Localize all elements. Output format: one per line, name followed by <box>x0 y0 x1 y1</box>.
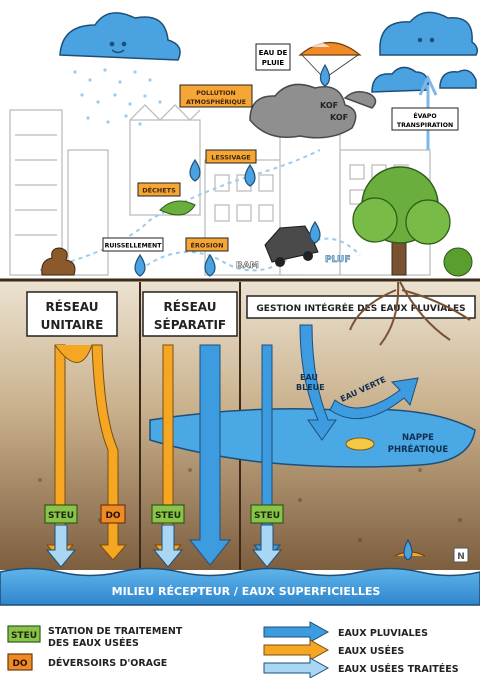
legend-pluviales-text: EAUX PLUVIALES <box>338 628 428 639</box>
label-lessivage: LESSIVAGE <box>205 149 257 164</box>
blue-cloud-right <box>379 11 479 56</box>
treated-arrows <box>45 524 283 568</box>
steu-3-text: STEU <box>254 511 280 521</box>
legend-do-text: DÉVERSOIRS D'ORAGE <box>48 657 167 669</box>
label-pollution: POLLUTION ATMOSPHÉRIQUE <box>179 84 253 108</box>
nappe-phreatique: NAPPE PHRÉATIQUE <box>149 408 476 468</box>
legend-steu-tag: STEU <box>11 631 37 641</box>
tree <box>352 166 473 277</box>
nappe-line1: NAPPE <box>402 433 434 443</box>
milieu-text: MILIEU RÉCEPTEUR / EAUX SUPERFICIELLES <box>112 585 381 598</box>
title-gestion-integree: GESTION INTÉGRÉE DES EAUX PLUVIALES <box>246 295 476 319</box>
unitaire-line1: RÉSEAU <box>46 299 99 314</box>
legend-do: DO DÉVERSOIRS D'ORAGE <box>7 653 167 671</box>
pollution-line2: ATMOSPHÉRIQUE <box>186 97 246 106</box>
water-drop-characters <box>134 158 321 277</box>
signature-text: N <box>457 552 465 562</box>
steu-2-text: STEU <box>155 511 181 521</box>
milieu-recepteur: MILIEU RÉCEPTEUR / EAUX SUPERFICIELLES N <box>0 538 480 606</box>
rain-drops <box>73 68 162 126</box>
label-dechets: DÉCHETS <box>137 182 181 197</box>
title-reseau-separatif: RÉSEAU SÉPARATIF <box>142 291 238 337</box>
blue-cloud-small <box>371 66 477 93</box>
label-ruissellement: RUISSELLEMENT <box>102 237 164 252</box>
parachute-drop <box>298 41 362 87</box>
separatif-line1: RÉSEAU <box>164 299 217 314</box>
do-tag-unitaire: DO <box>100 504 126 524</box>
factory <box>129 119 201 216</box>
legend-steu-line2: DES EAUX USÉES <box>48 637 139 649</box>
legend-steu: STEU STATION DE TRAITEMENT DES EAUX USÉE… <box>7 625 183 649</box>
eau-de-pluie-line2: PLUIE <box>262 59 285 67</box>
pollution-line1: POLLUTION <box>196 90 235 97</box>
do-1-text: DO <box>105 511 120 521</box>
poop-character <box>41 247 76 276</box>
bam-text: BAM <box>236 261 259 271</box>
steu-tag-gestion: STEU <box>250 504 284 524</box>
separatif-line2: SÉPARATIF <box>154 317 226 332</box>
ruissellement-text: RUISSELLEMENT <box>105 243 163 250</box>
legend-usees-text: EAUX USÉES <box>338 645 404 657</box>
lessivage-text: LESSIVAGE <box>211 154 250 162</box>
label-eau-de-pluie: EAU DE PLUIE <box>255 43 291 71</box>
eau-bleue-line2: BLEUE <box>296 383 325 392</box>
eau-de-pluie-line1: EAU DE <box>259 49 288 57</box>
legend-usees: EAUX USÉES <box>263 639 404 661</box>
unitaire-line2: UNITAIRE <box>41 318 104 332</box>
label-erosion: ÉROSION <box>185 237 229 252</box>
building-left-2 <box>67 149 109 276</box>
nappe-line2: PHRÉATIQUE <box>388 443 449 455</box>
legend-traitees: EAUX USÉES TRAITÉES <box>263 657 459 678</box>
steu-tag-unitaire: STEU <box>44 504 78 524</box>
blue-cloud-left <box>59 12 181 61</box>
legend: STEU STATION DE TRAITEMENT DES EAUX USÉE… <box>7 621 459 678</box>
dechets-text: DÉCHETS <box>142 186 176 195</box>
kof-2: KOF <box>330 113 348 122</box>
building-left <box>9 109 63 276</box>
leaf-character <box>159 200 196 216</box>
kof-1: KOF <box>320 101 338 110</box>
label-evapo: ÉVAPO TRANSPIRATION <box>391 107 459 131</box>
eau-bleue-line1: EAU <box>300 373 318 382</box>
tree-roots <box>349 281 471 346</box>
legend-pluviales: EAUX PLUVIALES <box>263 621 428 643</box>
title-reseau-unitaire: RÉSEAU UNITAIRE <box>26 291 118 337</box>
sky-layer: EAU DE PLUIE POLLUTION ATMOSPHÉRIQUE ÉVA… <box>9 11 479 277</box>
pollution-cloud <box>249 83 377 139</box>
erosion-text: ÉROSION <box>190 241 223 250</box>
legend-traitees-text: EAUX USÉES TRAITÉES <box>338 663 459 675</box>
legend-do-tag: DO <box>12 659 27 669</box>
pluf-text: PLUF <box>325 255 350 265</box>
evapo-line2: TRANSPIRATION <box>397 122 453 129</box>
legend-steu-line1: STATION DE TRAITEMENT <box>48 626 183 637</box>
steu-1-text: STEU <box>48 511 74 521</box>
steu-tag-separatif: STEU <box>151 504 185 524</box>
evapo-line1: ÉVAPO <box>413 111 436 120</box>
